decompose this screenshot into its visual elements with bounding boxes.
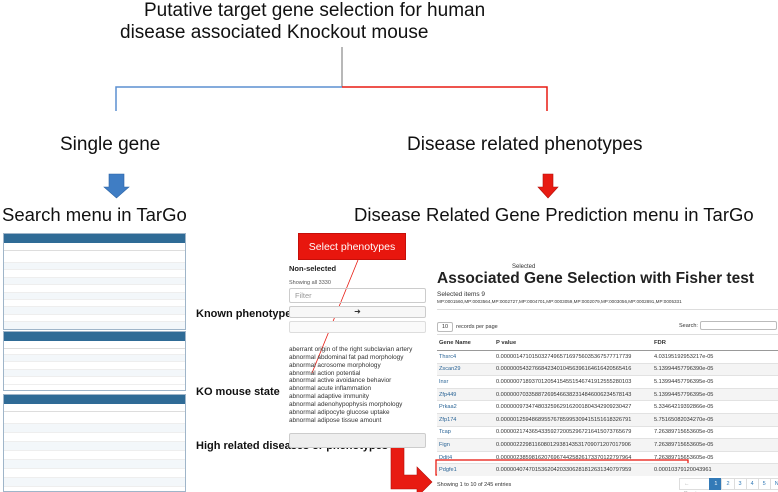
gene-cell[interactable]: Fign — [437, 438, 494, 452]
search-input[interactable] — [700, 321, 777, 330]
non-selected-heading: Non-selected — [289, 264, 337, 273]
left-branch-line — [115, 86, 342, 111]
fdr-cell: 5.33464219392866e-05 — [652, 400, 778, 414]
phenotype-item[interactable]: abnormal acrosome morphology — [289, 361, 381, 369]
pager-next[interactable]: Next → — [769, 478, 778, 492]
pagination: ← Previous 1 2 3 4 5 Next → — [679, 478, 778, 492]
phenotype-item[interactable]: abnormal adaptive immunity — [289, 393, 369, 401]
branch-disease-phenotypes: Disease related phenotypes — [407, 134, 643, 155]
pvalue-cell: 0.00000147101503274965716975603536757771… — [494, 350, 652, 364]
ko-mouse-state-label: KO mouse state — [196, 386, 280, 398]
pvalue-cell: 0.00000238598162076967442582617337012279… — [494, 450, 652, 464]
move-all-button[interactable] — [289, 321, 426, 333]
selected-label: Selected — [512, 264, 536, 270]
page-length-select[interactable]: 10 — [437, 322, 454, 332]
select-phenotypes-button[interactable]: Select phenotypes — [298, 233, 406, 260]
phenotype-item[interactable]: aberrant origin of the right subclavian … — [289, 346, 413, 353]
pvalue-cell: 0.00000097347480325962916200180434290923… — [494, 400, 652, 414]
title-line-1: Putative target gene selection for human — [144, 0, 486, 21]
pvalue-cell: 0.00000070335887269546638231484600623457… — [494, 387, 652, 401]
move-right-button[interactable]: ➜ — [289, 306, 426, 318]
fdr-cell: 4.03195192953217e-05 — [652, 350, 778, 364]
column-header-pvalue[interactable]: P value — [494, 334, 652, 351]
search-menu-label: Search menu in TarGo — [2, 204, 187, 225]
mp-terms: MP:0001560,MP:0003564,MP:0002727,MP:0004… — [437, 299, 682, 304]
pvalue-cell: 0.00000054327668423401045639616461642056… — [494, 362, 652, 376]
known-phenotype-panel — [3, 233, 186, 330]
panel-header — [4, 234, 185, 243]
gene-cell[interactable]: Zfp449 — [437, 387, 494, 401]
pvalue-cell: 0.00000217436543359272005296721641507376… — [494, 425, 652, 439]
right-branch-line — [342, 86, 548, 111]
gene-cell[interactable]: Thsrc4 — [437, 350, 494, 364]
branch-single-gene: Single gene — [60, 134, 161, 155]
column-header-gene[interactable]: Gene Name — [437, 334, 494, 351]
phenotype-item[interactable]: abnormal acute inflammation — [289, 385, 372, 393]
phenotype-item[interactable]: abnormal adenohypophysis morphology — [289, 400, 403, 408]
fdr-cell: 5.13994457796395e-05 — [652, 375, 778, 389]
fdr-cell: 7.26389715653605e-05 — [652, 438, 778, 452]
known-phenotype-label: Known phenotype — [196, 308, 292, 320]
fdr-cell: 5.13994457796390e-05 — [652, 362, 778, 376]
phenotype-item[interactable]: abnormal active avoidance behavior — [289, 377, 392, 385]
fdr-cell: 7.26389715653605e-05 — [652, 450, 778, 464]
submit-button[interactable] — [289, 433, 426, 448]
pvalue-cell: 0.00000071893701205415455154674191255528… — [494, 375, 652, 389]
phenotype-item[interactable]: abnormal action potential — [289, 369, 361, 377]
gene-cell[interactable]: Zfp174 — [437, 412, 494, 427]
page-title: Putative target gene selection for human… — [118, 0, 538, 44]
page-length-label: records per page — [456, 324, 498, 330]
showing-count: Showing all 3330 — [289, 280, 331, 286]
phenotype-filter-input[interactable]: Filter — [289, 288, 426, 303]
selected-items-count: Selected items 9 — [437, 291, 486, 298]
phenotype-item[interactable]: abnormal abdominal fat pad morphology — [289, 353, 404, 361]
panel-header — [4, 395, 185, 404]
fdr-cell: 5.13994457796395e-05 — [652, 387, 778, 401]
title-line-2: disease associated Knockout mouse — [120, 22, 429, 43]
gene-cell[interactable]: Prkaa2 — [437, 400, 494, 414]
pvalue-cell: 0.00000407470153620420330628181263134079… — [494, 463, 652, 477]
blue-down-arrow-icon — [103, 173, 130, 199]
panel-header — [4, 332, 185, 341]
gene-cell[interactable]: Zscan29 — [437, 362, 494, 376]
gene-cell[interactable]: Insr — [437, 375, 494, 389]
entries-info: Showing 1 to 10 of 245 entries — [437, 482, 512, 488]
prediction-menu-label: Disease Related Gene Prediction menu in … — [354, 204, 754, 225]
phenotype-item[interactable]: abnormal adipocyte glucose uptake — [289, 408, 390, 416]
divider — [437, 309, 778, 310]
phenotype-list[interactable]: aberrant origin of the right subclavian … — [289, 346, 426, 426]
gene-cell[interactable]: Tcap — [437, 425, 494, 439]
fdr-cell: 0.00010379120043961 — [652, 463, 778, 477]
pvalue-cell: 0.00000125948689557678599530941515161832… — [494, 412, 652, 427]
search-label: Search: — [679, 323, 698, 329]
gene-cell[interactable]: Pdgfe1 — [437, 463, 494, 477]
fdr-cell: 7.26389715653605e-05 — [652, 425, 778, 439]
result-title: Associated Gene Selection with Fisher te… — [437, 270, 754, 287]
phenotype-item[interactable]: abnormal adipose tissue amount — [289, 416, 382, 424]
pager-previous[interactable]: ← Previous — [679, 478, 711, 492]
fdr-cell: 5.75165082034270e-05 — [652, 412, 778, 427]
ko-mouse-panel — [3, 331, 186, 391]
pvalue-cell: 0.00000222981160801293814353170907120701… — [494, 438, 652, 452]
red-down-arrow-icon — [537, 173, 559, 199]
column-header-fdr[interactable]: FDR — [652, 334, 778, 351]
gene-cell[interactable]: Ddit4 — [437, 450, 494, 464]
related-diseases-panel — [3, 394, 186, 492]
